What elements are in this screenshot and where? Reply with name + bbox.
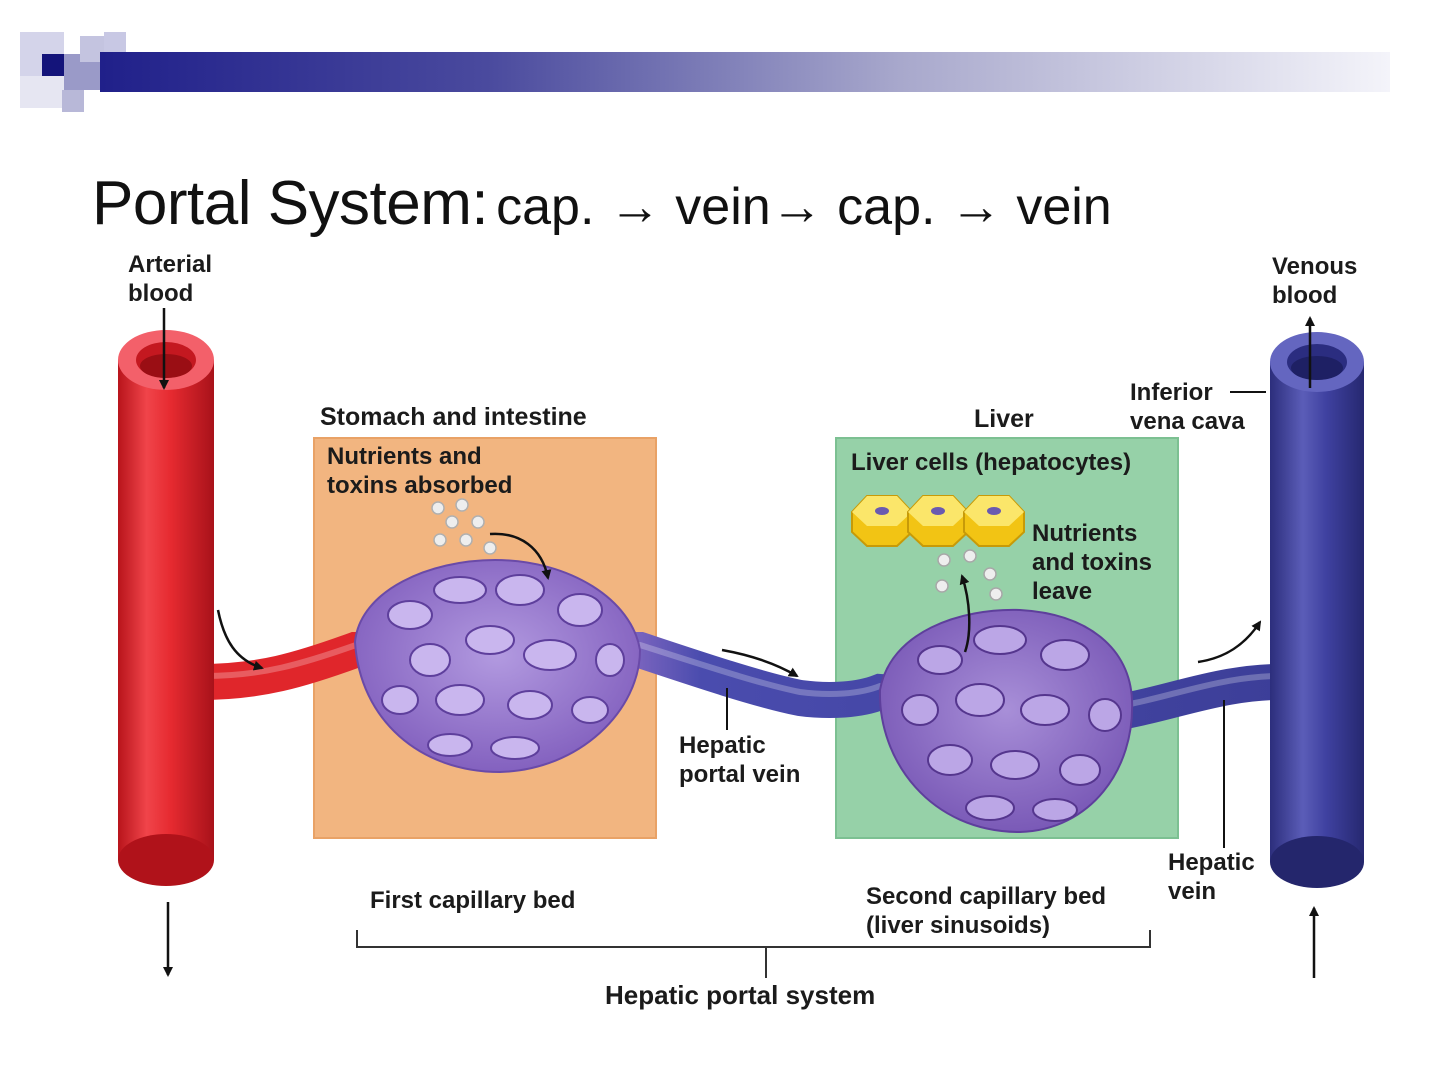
banner-square xyxy=(20,76,64,108)
liver-cells-label: Liver cells (hepatocytes) xyxy=(851,449,1132,476)
arrow-icon xyxy=(159,308,1319,978)
page-title: Portal System:cap. → vein→ cap. → vein xyxy=(92,168,1112,239)
first-capillary-bed-label: First capillary bed xyxy=(370,887,576,914)
second-capillary-bed-label: Second capillary bed (liver sinusoids) xyxy=(866,883,1107,939)
nutrients-absorbed-label: Nutrients and toxins absorbed xyxy=(327,443,513,499)
title-sub: cap. → vein→ cap. → vein xyxy=(496,178,1112,236)
title-main: Portal System: xyxy=(92,169,489,238)
nutrients-leave-label: Nutrients and toxins leave xyxy=(1032,520,1153,605)
artery-tube xyxy=(118,330,214,886)
hepatic-vein-label: Hepatic vein xyxy=(1168,849,1255,905)
stomach-intestine-label: Stomach and intestine xyxy=(320,403,587,431)
leader-lines xyxy=(726,391,1266,848)
hepatic-portal-system-bracket xyxy=(356,930,1151,978)
hepatic-portal-vein-label: Hepatic portal vein xyxy=(679,732,801,788)
blood-vessel-path xyxy=(182,632,1308,729)
first-capillary-bed xyxy=(353,558,642,774)
second-capillary-bed xyxy=(878,608,1134,834)
hepatic-portal-system-label: Hepatic portal system xyxy=(605,980,876,1010)
vena-cava-tube xyxy=(1270,332,1364,888)
nutrient-particle-icon xyxy=(431,498,497,555)
banner-square xyxy=(42,54,64,76)
hepatocyte-icon xyxy=(851,495,1025,547)
nutrient-particle-icon xyxy=(935,549,1003,601)
banner-square xyxy=(62,90,84,112)
banner-bar xyxy=(100,52,1390,92)
arterial-blood-label: Arterial blood xyxy=(128,251,213,307)
liver-label: Liver xyxy=(974,405,1034,433)
venous-blood-label: Venous blood xyxy=(1272,253,1358,309)
inferior-vena-cava-label: Inferior vena cava xyxy=(1130,379,1245,435)
